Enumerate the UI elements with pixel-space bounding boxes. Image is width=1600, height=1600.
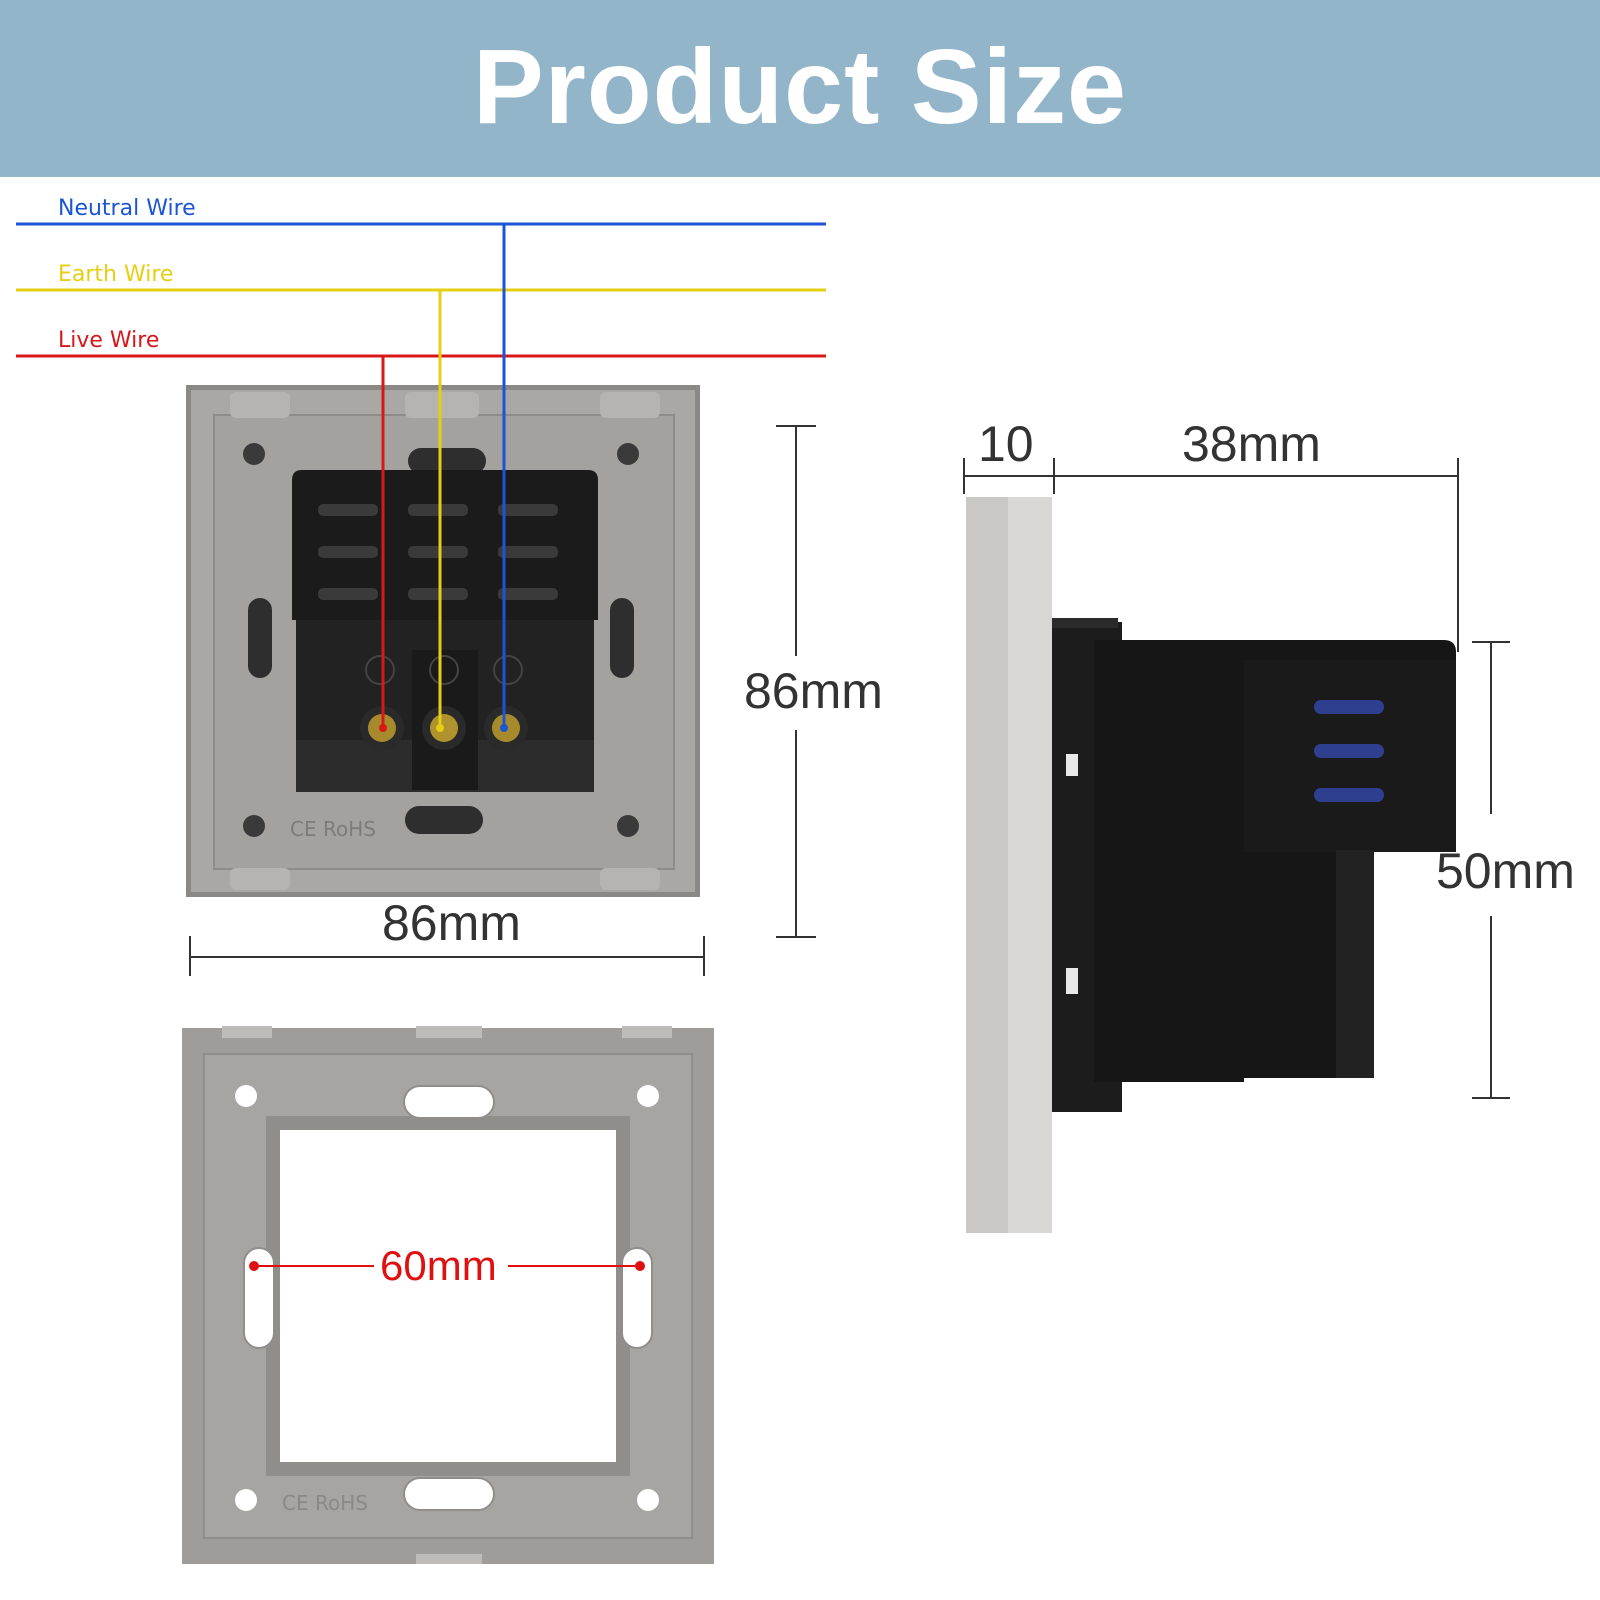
wire-lines [16,222,826,358]
socket-module-back [292,470,598,792]
mount-spacing-label: 60mm [380,1242,497,1289]
body-height-label: 50mm [1436,843,1575,899]
front-height-dimension [776,425,816,938]
mounting-frame: CE RoHS [182,1026,714,1564]
front-height-label: 86mm [744,663,883,719]
wire-drops [379,224,508,732]
svg-text:CE RoHS: CE RoHS [282,1491,368,1515]
svg-text:CE RoHS: CE RoHS [290,817,376,841]
earth-wire-label: Earth Wire [58,262,174,287]
front-width-label: 86mm [382,895,521,951]
mount-spacing-dimension [249,1261,645,1271]
body-depth-label: 38mm [1182,416,1321,472]
side-depth-dimension [963,458,1459,652]
side-view [966,497,1456,1233]
page-title: Product Size [472,28,1127,146]
side-height-dimension [1472,641,1510,1099]
front-width-dimension [189,936,705,976]
frame-thickness-label: 10 [978,416,1034,472]
title-banner [0,0,1600,177]
live-wire-label: Live Wire [58,328,160,353]
neutral-wire-label: Neutral Wire [58,196,196,221]
